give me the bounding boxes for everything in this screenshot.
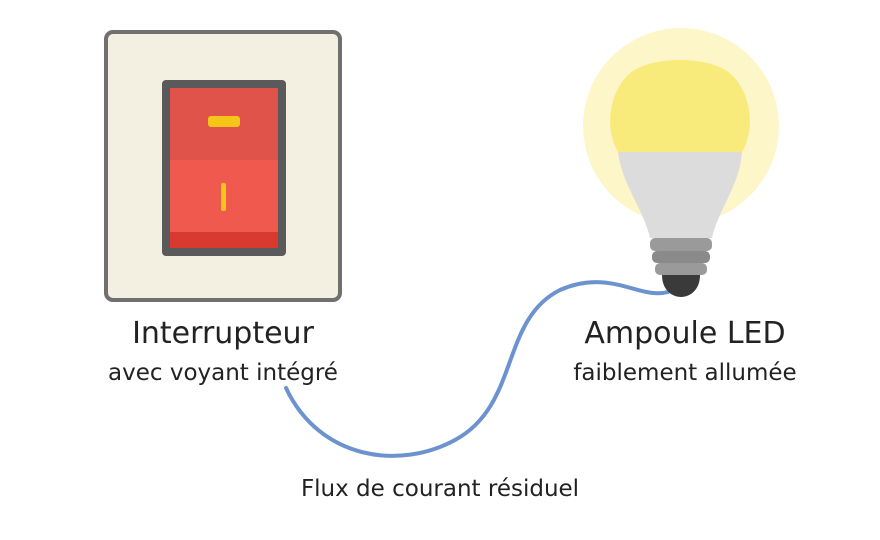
switch-on-mark (221, 183, 226, 211)
bulb-base-ring-3 (655, 263, 707, 275)
switch-icon (104, 30, 342, 302)
switch-indicator-light (208, 116, 240, 127)
bulb-neck (618, 152, 742, 238)
switch-title: Interrupteur (132, 316, 314, 351)
bulb-contact (662, 275, 700, 297)
bulb-glass (610, 60, 750, 152)
bulb-subtitle: faiblement allumée (573, 360, 797, 386)
led-bulb-icon (583, 28, 779, 297)
bulb-base-ring-2 (652, 251, 710, 263)
bulb-title: Ampoule LED (584, 316, 786, 351)
wire-caption: Flux de courant résiduel (300, 476, 580, 502)
switch-subtitle: avec voyant intégré (108, 360, 338, 386)
bulb-base-ring-1 (650, 238, 712, 251)
switch-rocker-edge (170, 232, 278, 248)
residual-current-wire (284, 280, 670, 458)
